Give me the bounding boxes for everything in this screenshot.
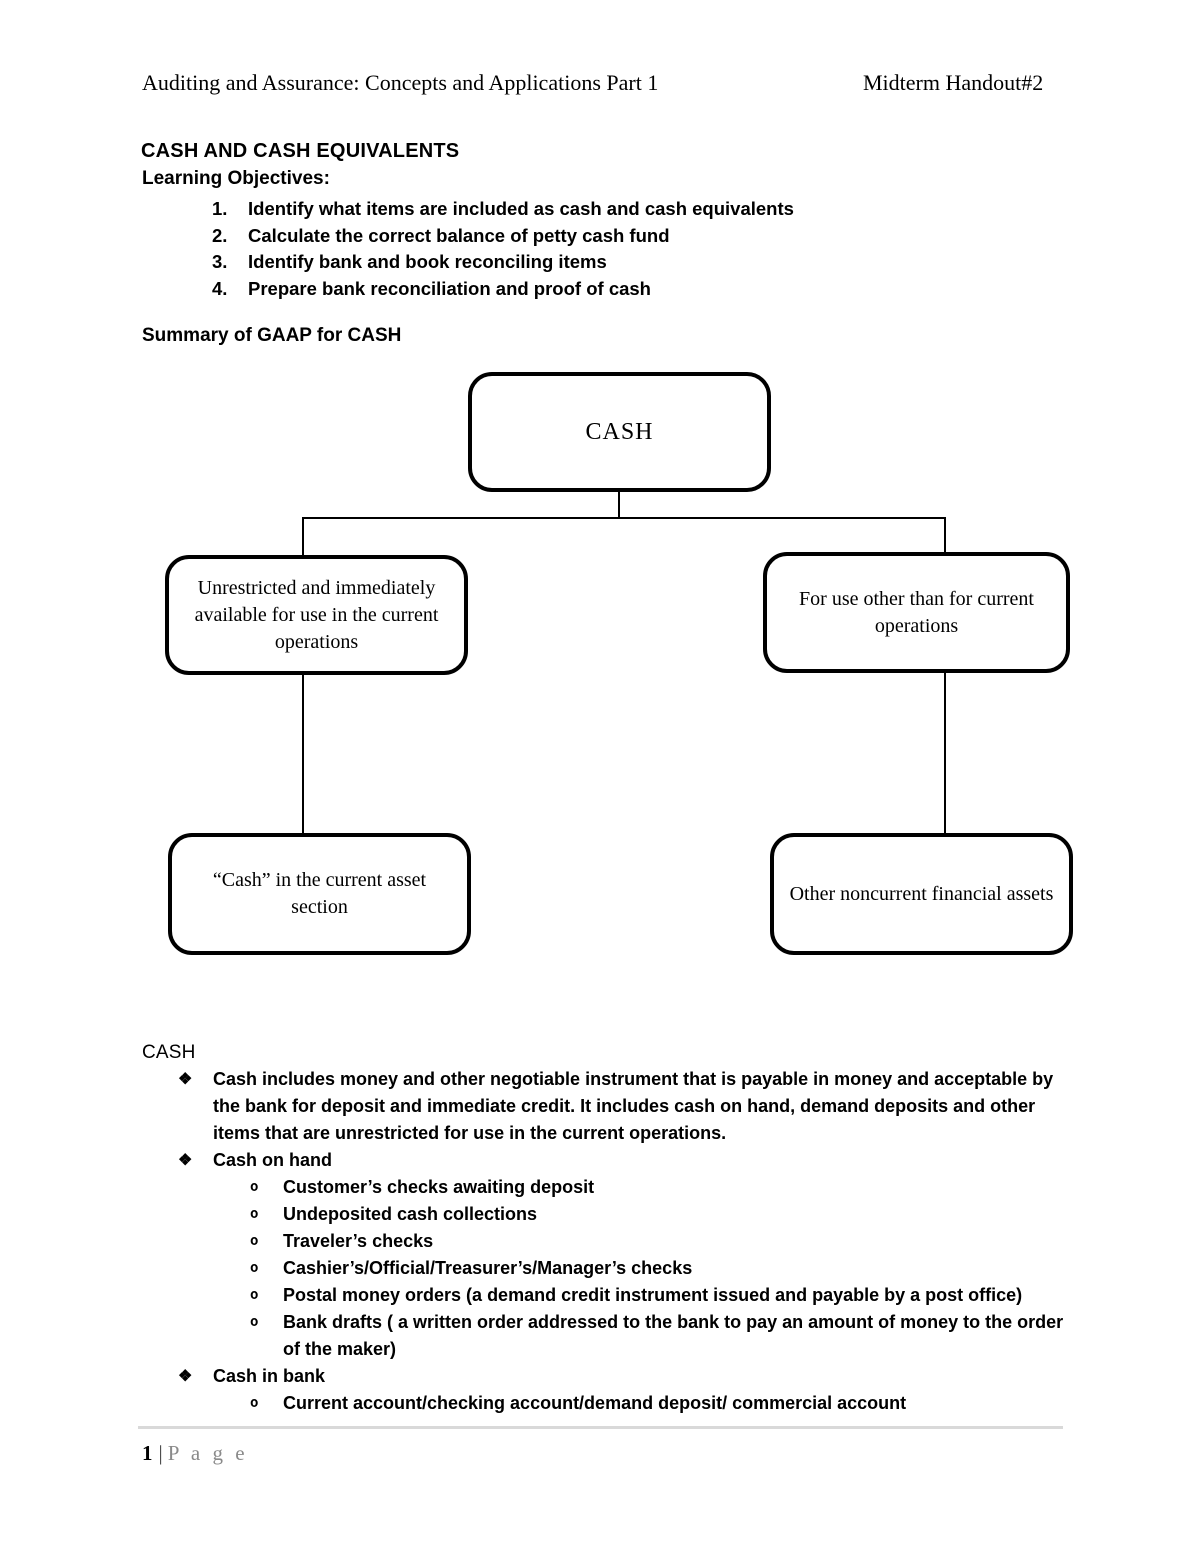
- circle-bullet-icon: o: [250, 1179, 259, 1195]
- connector-right-drop: [944, 517, 946, 552]
- objective-item: 3. Identify bank and book reconciling it…: [142, 249, 1062, 276]
- objective-text: Calculate the correct balance of petty c…: [248, 224, 670, 246]
- sub-list-item: o Cashier’s/Official/Treasurer’s/Manager…: [142, 1255, 1082, 1282]
- diagram-node-unrestricted-label: Unrestricted and immediately available f…: [194, 576, 439, 653]
- connector-left-drop: [302, 517, 304, 555]
- diamond-bullet-icon: ❖: [178, 1152, 193, 1169]
- diagram-node-other-use-label: For use other than for current operation…: [799, 587, 1034, 637]
- learning-objectives-label: Learning Objectives:: [142, 168, 330, 189]
- list-item-text: Cash on hand: [213, 1150, 333, 1170]
- connector-horizontal: [302, 517, 946, 519]
- header-handout-label: Midterm Handout#2: [863, 70, 1044, 95]
- list-item: ❖ Cash in bank: [142, 1363, 1082, 1390]
- circle-bullet-icon: o: [250, 1314, 259, 1330]
- sub-list-item-text: Undeposited cash collections: [283, 1204, 538, 1224]
- objective-number: 3.: [212, 251, 228, 272]
- connector-right-middle: [944, 673, 946, 833]
- footer-divider: [138, 1426, 1063, 1429]
- sub-list-item-text: Current account/checking account/demand …: [283, 1393, 907, 1413]
- diamond-bullet-icon: ❖: [178, 1071, 193, 1088]
- summary-heading: Summary of GAAP for CASH: [142, 325, 402, 346]
- sub-list-item-text: Traveler’s checks: [283, 1231, 434, 1251]
- sub-list-item: o Bank drafts ( a written order addresse…: [142, 1309, 1082, 1363]
- sub-list-item: o Current account/checking account/deman…: [142, 1390, 1082, 1417]
- sub-list-item: o Traveler’s checks: [142, 1228, 1082, 1255]
- page-label: P a g e: [167, 1441, 249, 1465]
- diagram-node-cash: CASH: [468, 372, 771, 492]
- objective-text: Identify bank and book reconciling items: [248, 251, 607, 272]
- diagram-node-noncurrent-assets: Other noncurrent financial assets: [770, 833, 1073, 955]
- sub-list-item-text: Postal money orders (a demand credit ins…: [283, 1285, 1023, 1305]
- sub-list-item-text: Bank drafts ( a written order addressed …: [283, 1312, 1064, 1359]
- diamond-bullet-icon: ❖: [178, 1368, 193, 1385]
- objective-number: 1.: [212, 198, 228, 219]
- objective-text: Identify what items are included as cash…: [248, 198, 794, 219]
- diagram-node-unrestricted: Unrestricted and immediately available f…: [165, 555, 468, 675]
- diagram-node-noncurrent-assets-label: Other noncurrent financial assets: [789, 882, 1054, 905]
- objective-number: 2.: [212, 224, 228, 246]
- diagram-node-cash-label: CASH: [585, 418, 654, 445]
- connector-left-middle: [302, 675, 304, 833]
- objective-item: 2. Calculate the correct balance of pett…: [142, 223, 1062, 250]
- page-number: 1: [142, 1441, 153, 1465]
- circle-bullet-icon: o: [250, 1206, 259, 1222]
- objective-item: 4. Prepare bank reconciliation and proof…: [142, 276, 1062, 303]
- sub-list-item-text: Customer’s checks awaiting deposit: [283, 1177, 595, 1197]
- list-item-text: Cash in bank: [213, 1366, 326, 1386]
- circle-bullet-icon: o: [250, 1260, 259, 1276]
- objective-number: 4.: [212, 277, 228, 299]
- page-number-separator: |: [158, 1441, 163, 1465]
- sub-list-item-text: Cashier’s/Official/Treasurer’s/Manager’s…: [283, 1258, 693, 1278]
- sub-list-item: o Customer’s checks awaiting deposit: [142, 1174, 1082, 1201]
- objective-text: Prepare bank reconciliation and proof of…: [248, 277, 651, 299]
- sub-list-item: o Postal money orders (a demand credit i…: [142, 1282, 1082, 1309]
- circle-bullet-icon: o: [250, 1233, 259, 1249]
- cash-section-heading: CASH: [142, 1042, 196, 1063]
- list-item: ❖ Cash includes money and other negotiab…: [142, 1066, 1082, 1147]
- list-item: ❖ Cash on hand: [142, 1147, 1082, 1174]
- section-title: CASH AND CASH EQUIVALENTS: [141, 140, 460, 162]
- diagram-node-current-asset: “Cash” in the current asset section: [168, 833, 471, 955]
- sub-list-item: o Undeposited cash collections: [142, 1201, 1082, 1228]
- list-item-text: Cash includes money and other negotiable…: [213, 1069, 1054, 1143]
- connector-root-vertical: [618, 492, 620, 518]
- page-number-footer: 1|P a g e: [142, 1441, 248, 1466]
- header-course-title: Auditing and Assurance: Concepts and App…: [142, 70, 659, 95]
- learning-objectives-list: 1. Identify what items are included as c…: [142, 196, 1062, 302]
- circle-bullet-icon: o: [250, 1395, 259, 1411]
- circle-bullet-icon: o: [250, 1287, 259, 1303]
- diagram-node-current-asset-label: “Cash” in the current asset section: [212, 869, 427, 918]
- diagram-node-other-use: For use other than for current operation…: [763, 552, 1070, 673]
- cash-section: CASH ❖ Cash includes money and other neg…: [142, 1039, 1082, 1417]
- objective-item: 1. Identify what items are included as c…: [142, 196, 1062, 223]
